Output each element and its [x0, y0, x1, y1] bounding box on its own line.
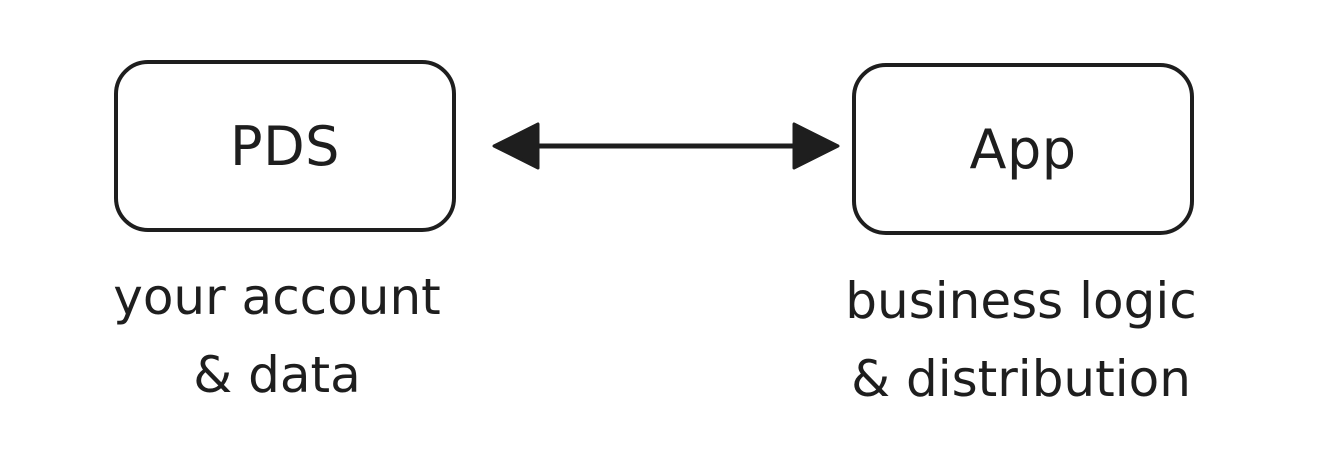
pds-node: PDS — [114, 60, 456, 232]
app-caption: business logic & distribution — [800, 262, 1242, 418]
arrow-head-right — [792, 122, 840, 170]
pds-caption-line-2: & data — [193, 346, 361, 404]
app-node-label: App — [969, 117, 1077, 181]
pds-node-label: PDS — [230, 114, 340, 178]
arrow-head-left — [492, 122, 540, 170]
app-node: App — [852, 63, 1194, 235]
app-caption-line-2: & distribution — [851, 350, 1191, 408]
app-caption-line-1: business logic — [845, 272, 1197, 330]
pds-caption-line-1: your account — [113, 268, 441, 326]
pds-caption: your account & data — [72, 258, 482, 414]
